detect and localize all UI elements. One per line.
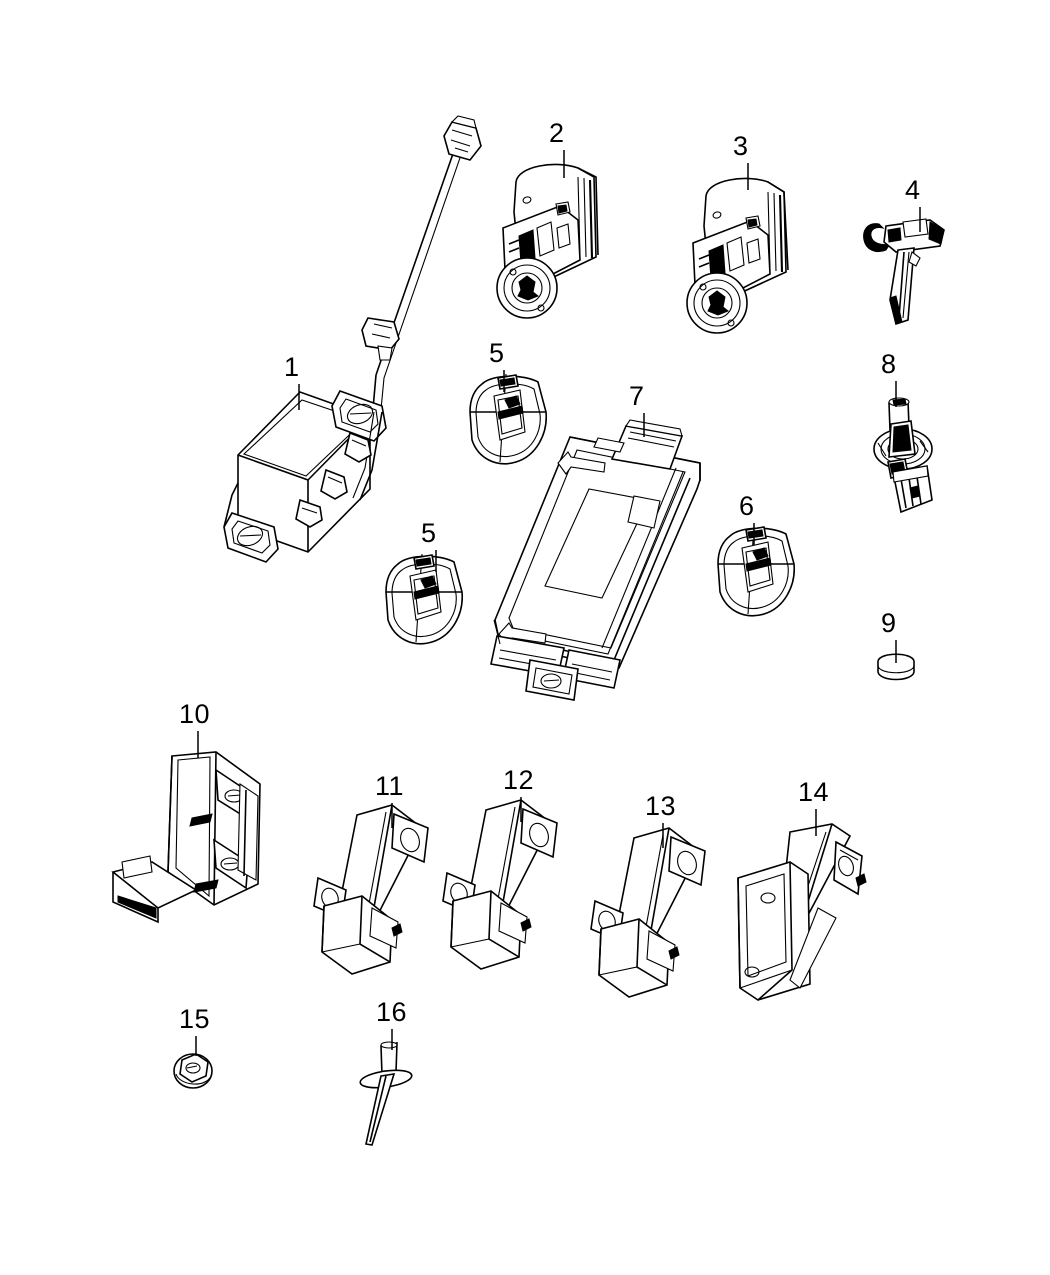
part-14-sensor-bracket [737,823,867,1001]
callout-5-upper: 5 [489,338,505,368]
callout-16: 16 [376,997,408,1027]
callout-12: 12 [503,765,535,795]
part-15-nut [173,1053,213,1089]
part-6-key-fob [717,525,795,617]
part-11-sensor-bracket [313,804,429,975]
callout-10: 10 [179,699,211,729]
callout-8: 8 [881,349,897,379]
callout-14: 14 [798,777,830,807]
part-1-receiver-module [223,115,482,563]
callout-4: 4 [905,175,921,205]
part-10-sensor-bracket [111,751,261,924]
part-7-body-control-module [490,419,701,701]
part-9-plug-cap [877,653,915,681]
part-13-sensor-bracket [590,827,706,998]
part-4-key-blade [863,218,945,326]
callout-6: 6 [739,491,755,521]
callout-7: 7 [629,381,645,411]
callout-9: 9 [881,608,897,638]
part-2-lock-cylinder [496,163,599,319]
callout-5-lower: 5 [421,518,437,548]
part-5a-key-fob [469,373,547,465]
part-12-sensor-bracket [442,799,558,970]
leader-lines [195,150,921,1056]
callout-1: 1 [284,352,300,382]
callout-3: 3 [733,131,749,161]
part-3-lock-cylinder [686,177,789,334]
callout-11: 11 [375,771,405,801]
callout-2: 2 [549,118,565,148]
callout-15: 15 [179,1004,211,1034]
part-16-push-pin-rivet [359,1041,413,1146]
callout-13: 13 [645,791,677,821]
part-5b-key-fob [385,553,463,645]
part-8-ignition-actuator [873,397,933,514]
